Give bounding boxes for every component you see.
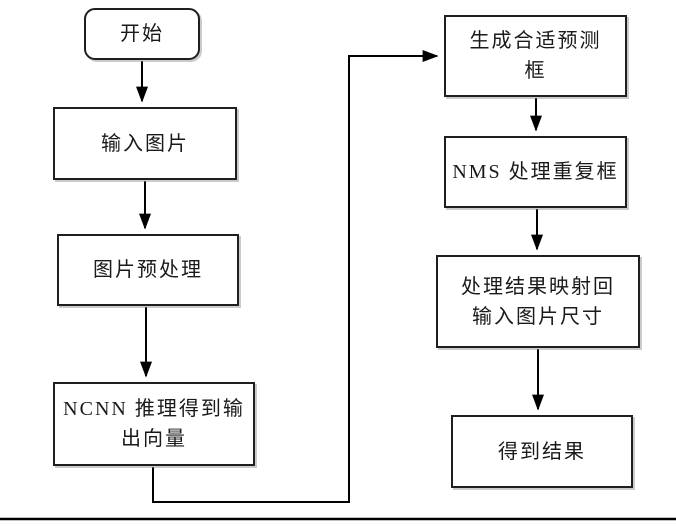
node-nms: NMS 处理重复框 — [444, 136, 627, 208]
node-generate-boxes: 生成合适预测 框 — [444, 15, 627, 97]
node-ncnn-inference: NCNN 推理得到输 出向量 — [53, 382, 255, 466]
node-input-image: 输入图片 — [53, 107, 237, 180]
node-map-back: 处理结果映射回 输入图片尺寸 — [436, 255, 640, 348]
node-preprocess: 图片预处理 — [57, 234, 239, 306]
node-start: 开始 — [84, 8, 200, 60]
node-result: 得到结果 — [451, 415, 633, 488]
